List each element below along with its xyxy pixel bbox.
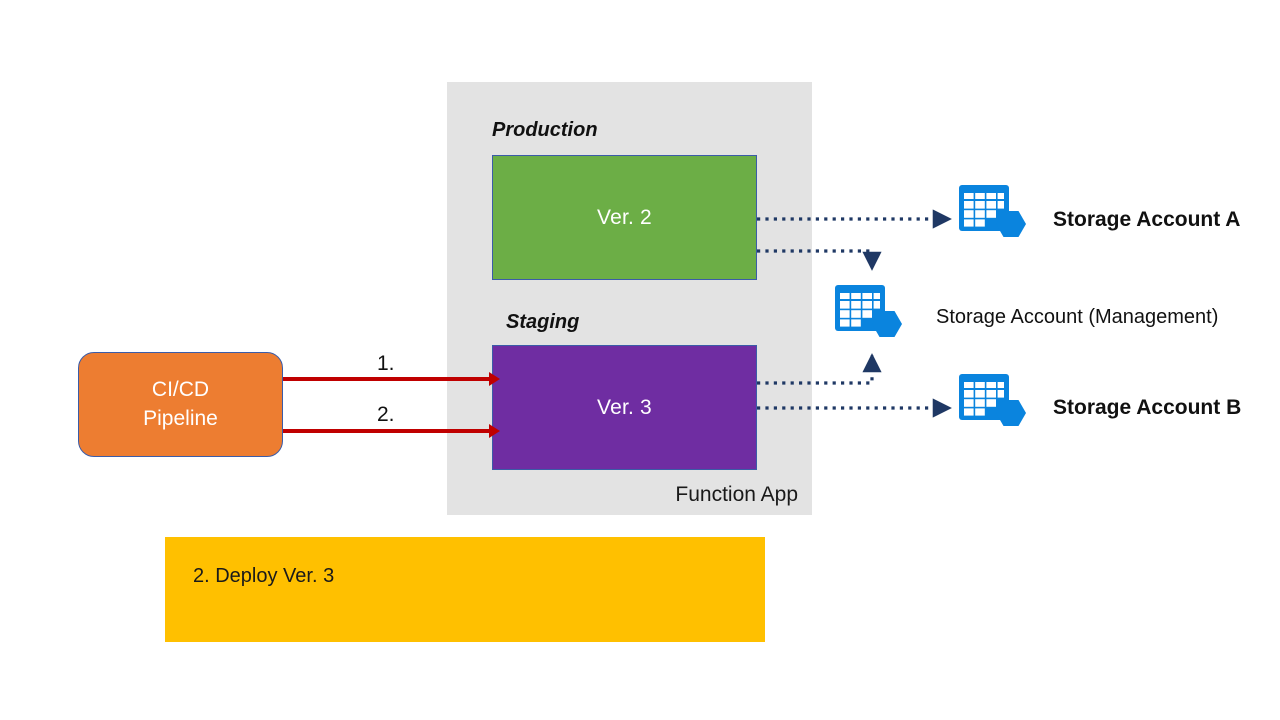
- staging-version-box[interactable]: Ver. 3: [492, 345, 757, 470]
- pipeline-to-staging-arrow-1: [283, 377, 490, 381]
- cicd-pipeline-box[interactable]: CI/CD Pipeline: [78, 352, 283, 457]
- function-app-label: Function App: [675, 483, 798, 506]
- step-label-2: 2.: [377, 403, 395, 426]
- storage-account-a-label: Storage Account A: [1053, 208, 1241, 231]
- storage-account-icon[interactable]: [833, 283, 905, 355]
- step-label-1: 1.: [377, 352, 395, 375]
- production-version-box[interactable]: Ver. 2: [492, 155, 757, 280]
- cicd-pipeline-label-line2: Pipeline: [143, 406, 218, 430]
- pipeline-to-staging-arrow-2: [283, 429, 490, 433]
- production-slot-title: Production: [492, 119, 598, 141]
- storage-account-b-label: Storage Account B: [1053, 396, 1242, 419]
- storage-account-icon[interactable]: [957, 372, 1029, 444]
- storage-account-icon[interactable]: [957, 183, 1029, 255]
- storage-account-management-label: Storage Account (Management): [936, 306, 1219, 328]
- deploy-note-text: 2. Deploy Ver. 3: [193, 565, 335, 587]
- cicd-pipeline-label-line1: CI/CD: [151, 378, 210, 402]
- deploy-note-box: 2. Deploy Ver. 3: [165, 537, 765, 642]
- staging-slot-title: Staging: [506, 311, 580, 333]
